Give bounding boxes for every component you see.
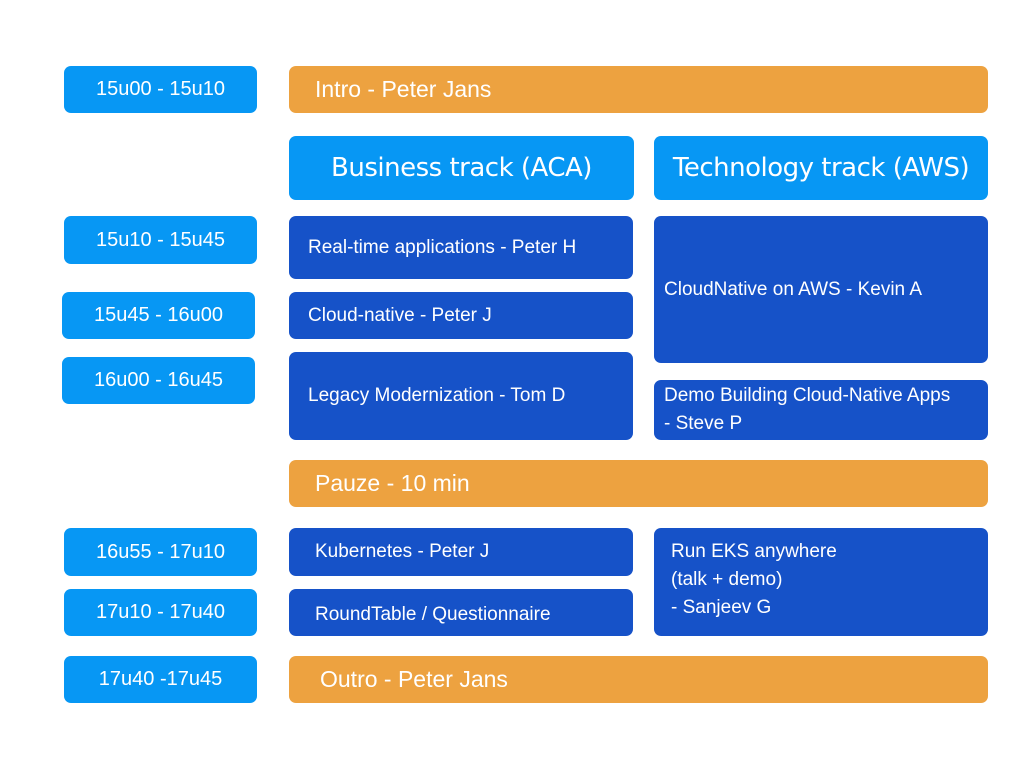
session-legacy-modernization: Legacy Modernization - Tom D: [289, 352, 633, 440]
session-demo-building-cloud-native-apps: Demo Building Cloud-Native Apps - Steve …: [654, 380, 988, 440]
session-cloud-native: Cloud-native - Peter J: [289, 292, 633, 339]
time-slot-17u40: 17u40 -17u45: [64, 656, 257, 703]
session-roundtable: RoundTable / Questionnaire: [289, 589, 633, 636]
time-slot-16u55: 16u55 - 17u10: [64, 528, 257, 576]
time-slot-15u10: 15u10 - 15u45: [64, 216, 257, 264]
session-run-eks-anywhere: Run EKS anywhere (talk + demo) - Sanjeev…: [654, 528, 988, 636]
session-realtime-applications: Real-time applications - Peter H: [289, 216, 633, 279]
intro-banner: Intro - Peter Jans: [289, 66, 988, 113]
technology-track-header: Technology track (AWS): [654, 136, 988, 200]
business-track-header: Business track (ACA): [289, 136, 634, 200]
time-slot-15u45: 15u45 - 16u00: [62, 292, 255, 339]
session-kubernetes: Kubernetes - Peter J: [289, 528, 633, 576]
time-slot-17u10: 17u10 - 17u40: [64, 589, 257, 636]
session-cloudnative-on-aws: CloudNative on AWS - Kevin A: [654, 216, 988, 363]
outro-banner: Outro - Peter Jans: [289, 656, 988, 703]
time-slot-16u00: 16u00 - 16u45: [62, 357, 255, 404]
time-slot-15u00: 15u00 - 15u10: [64, 66, 257, 113]
pause-banner: Pauze - 10 min: [289, 460, 988, 507]
